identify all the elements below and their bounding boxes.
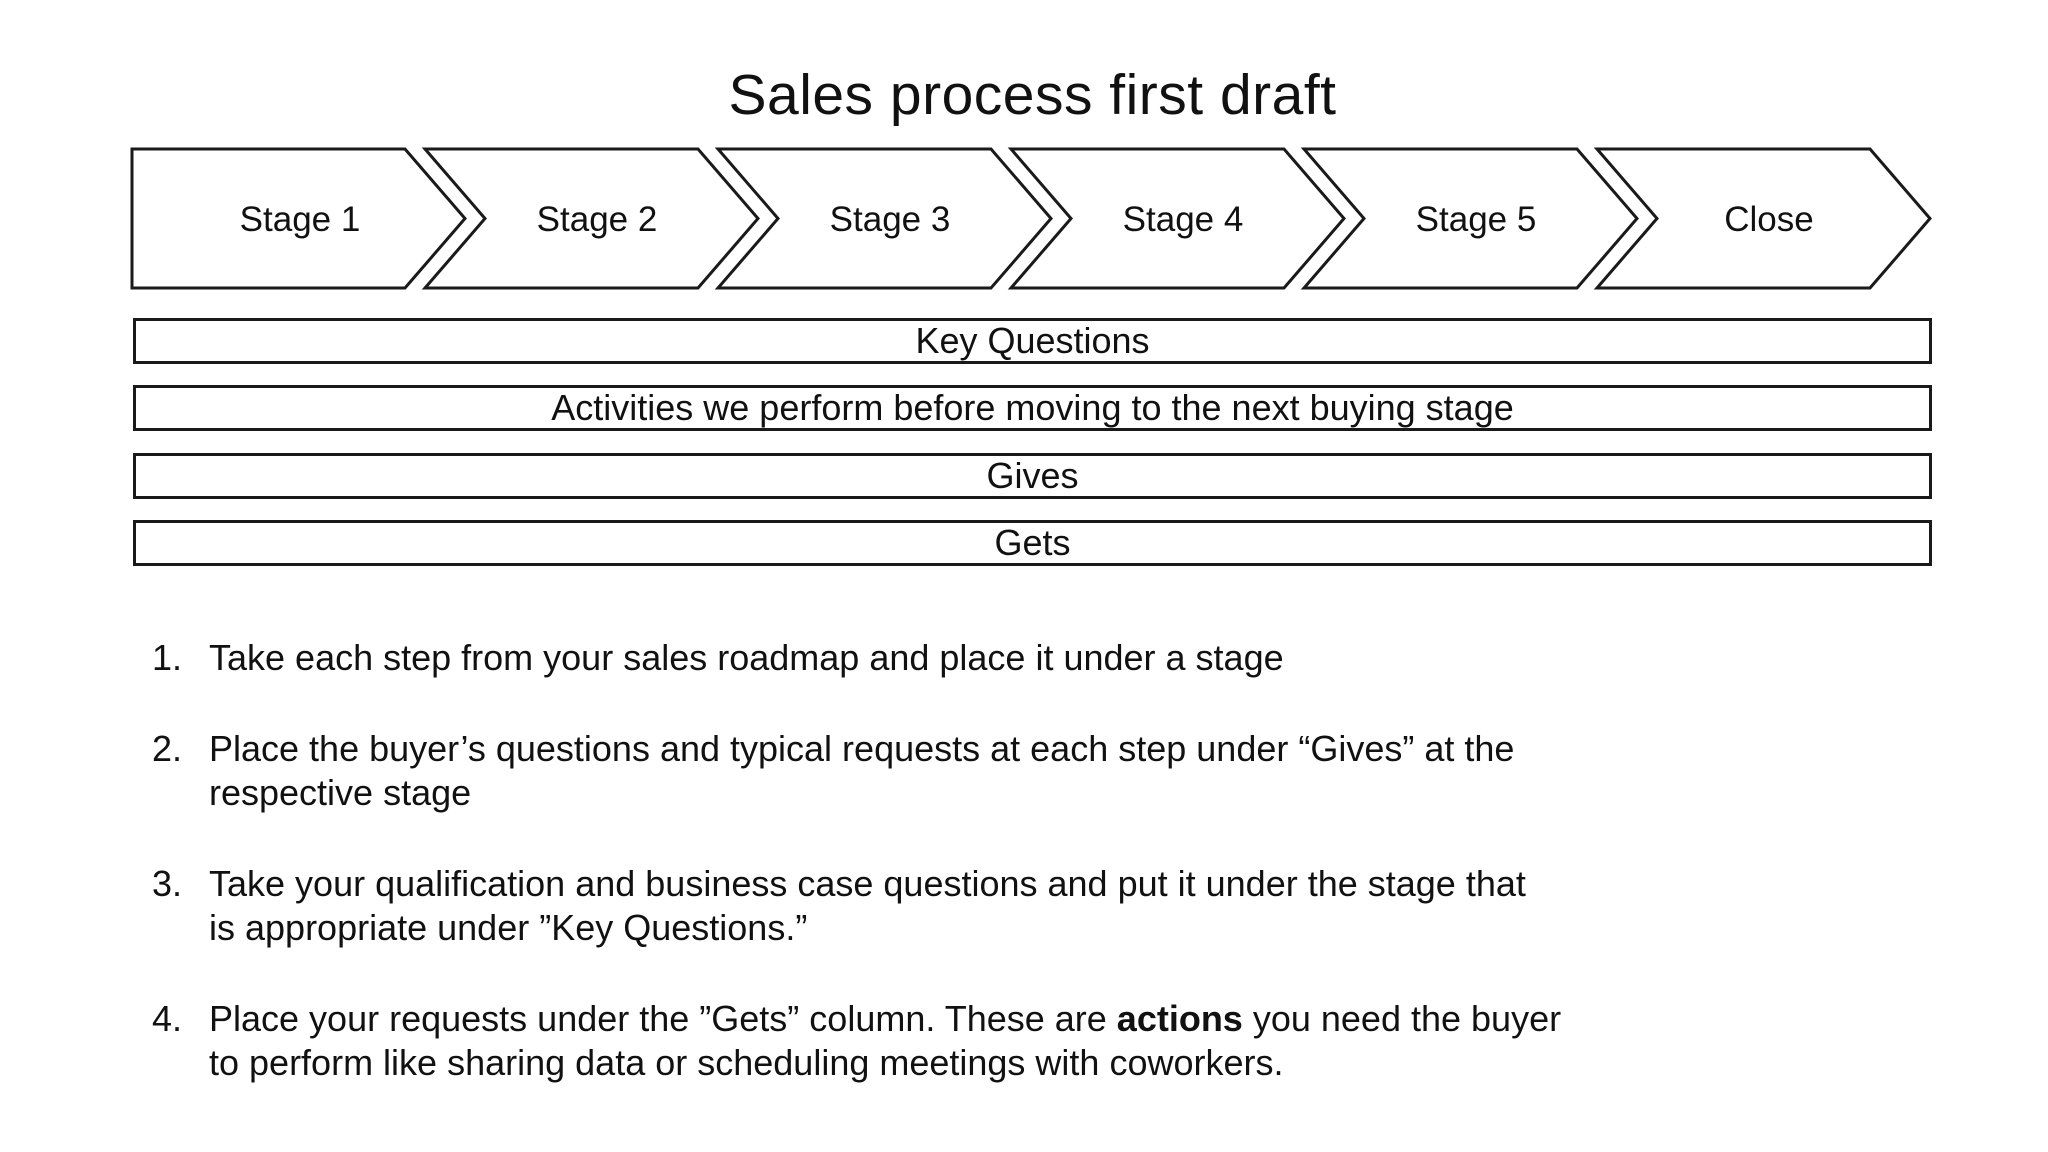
- lane-bar-label: Activities we perform before moving to t…: [551, 387, 1514, 428]
- lane-bar-label: Key Questions: [915, 320, 1150, 361]
- instruction-number: 3.: [152, 863, 183, 904]
- instruction-number: 1.: [152, 637, 183, 678]
- lane-bar-label: Gets: [994, 522, 1071, 563]
- chevron-shape-stage-1: [130, 147, 467, 290]
- instruction-text: Place the buyer’s questions and typical …: [209, 728, 1515, 813]
- instruction-text-bold: actions: [1116, 998, 1243, 1039]
- lane-bar-activities: Activities we perform before moving to t…: [133, 385, 1932, 431]
- instruction-item-2: 2. Place the buyer’s questions and typic…: [152, 727, 1922, 815]
- chevron-shape-close: [1593, 147, 1932, 290]
- stage-label: Stage 4: [1123, 200, 1244, 239]
- chevron-shape-stage-3: [714, 147, 1053, 290]
- chevron-shape-stage-4: [1007, 147, 1346, 290]
- stage-label: Close: [1724, 200, 1813, 239]
- chevron-shape-stage-5: [1300, 147, 1639, 290]
- instruction-text: Place your requests under the ”Gets” col…: [209, 997, 1922, 1085]
- instruction-text-segment: Place your requests under the ”Gets” col…: [209, 998, 1117, 1039]
- lane-bar-label: Gives: [986, 455, 1079, 496]
- instruction-number: 4.: [152, 998, 183, 1039]
- page-title: Sales process first draft: [728, 63, 1337, 128]
- stage-label: Stage 2: [537, 200, 658, 239]
- instruction-text: Take your qualification and business cas…: [209, 863, 1526, 948]
- lane-bar-gets: Gets: [133, 520, 1932, 566]
- stage-label: Stage 3: [830, 200, 951, 239]
- instruction-number: 2.: [152, 728, 183, 769]
- instruction-text-segment: you need the buyer to perform like shari…: [209, 998, 1562, 1083]
- chevron-shape-stage-2: [421, 147, 760, 290]
- lane-bar-gives: Gives: [133, 453, 1932, 499]
- process-chevron-band: Stage 1 Stage 2 Stage 3 Stage 4 Stage 5 …: [130, 147, 1932, 290]
- instruction-item-4: 4. Place your requests under the ”Gets” …: [152, 997, 1922, 1085]
- stage-label: Stage 1: [240, 200, 361, 239]
- stage-label: Stage 5: [1416, 200, 1537, 239]
- instruction-item-3: 3. Take your qualification and business …: [152, 862, 1922, 950]
- instruction-text: Take each step from your sales roadmap a…: [209, 637, 1284, 678]
- instruction-item-1: 1. Take each step from your sales roadma…: [152, 636, 1922, 680]
- lane-bar-key-questions: Key Questions: [133, 318, 1932, 364]
- instructions-list: 1. Take each step from your sales roadma…: [152, 636, 1922, 1132]
